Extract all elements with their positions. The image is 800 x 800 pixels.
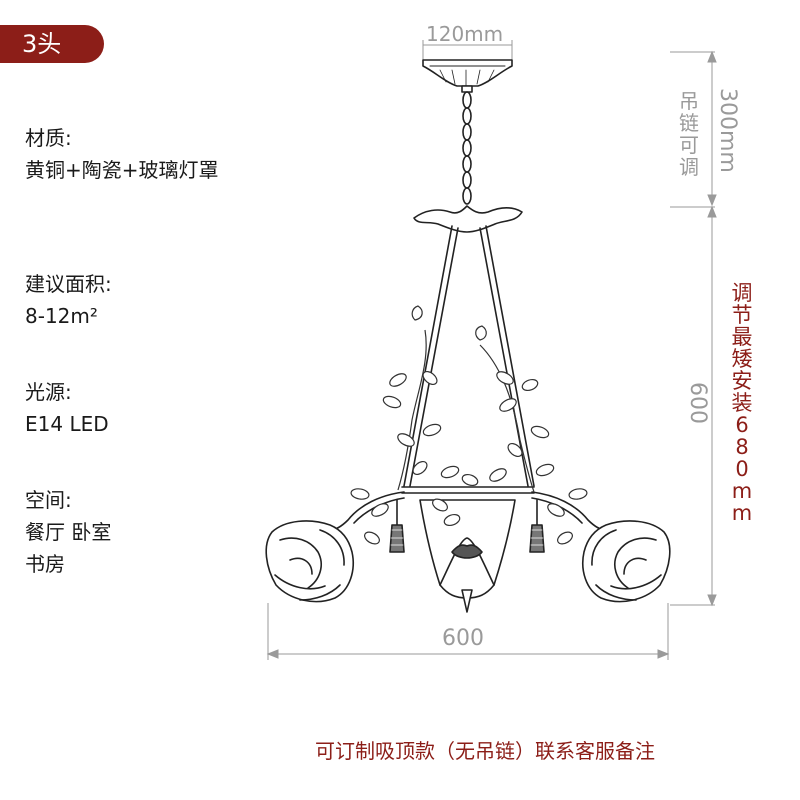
chain-adjustable-label: 吊链可调: [679, 89, 699, 179]
left-rod: [403, 225, 459, 487]
leaf-vines: [350, 305, 588, 545]
custom-order-note: 可订制吸顶款（无吊链）联系客服备注: [315, 739, 655, 763]
material-spec: 材质: 黄铜+陶瓷+玻璃灯罩: [25, 122, 219, 186]
space-value-1: 餐厅 卧室: [25, 520, 112, 544]
area-label: 建议面积:: [25, 272, 112, 296]
light-spec: 光源: E14 LED: [25, 376, 109, 440]
body-width-label: 600: [442, 626, 484, 651]
space-value-2: 书房: [25, 552, 65, 576]
right-rod: [479, 225, 535, 487]
light-label: 光源:: [25, 380, 72, 404]
head-count-badge: 3头: [0, 25, 104, 63]
right-tassel: [529, 499, 545, 553]
chain: [462, 91, 472, 205]
space-spec: 空间: 餐厅 卧室 书房: [25, 484, 111, 580]
canopy: [422, 59, 513, 87]
space-label: 空间:: [25, 488, 72, 512]
material-value: 黄铜+陶瓷+玻璃灯罩: [25, 158, 219, 182]
left-tassel: [389, 499, 405, 553]
material-label: 材质:: [25, 126, 72, 150]
chain-length-label: 300mm: [715, 88, 740, 173]
body-height-label: 600: [685, 382, 710, 424]
light-value: E14 LED: [25, 412, 109, 436]
top-branch: [413, 205, 523, 233]
dimension-lines: [266, 40, 717, 660]
left-shade: [265, 520, 354, 603]
canopy-width-label: 120mm: [426, 22, 504, 46]
min-install-height-label: 调节最矮安装680mm: [731, 281, 753, 525]
area-value: 8-12m²: [25, 304, 98, 328]
right-arm: [531, 491, 607, 531]
area-spec: 建议面积: 8-12m²: [25, 268, 112, 332]
center-ring: [401, 486, 535, 494]
right-shade: [582, 520, 671, 603]
